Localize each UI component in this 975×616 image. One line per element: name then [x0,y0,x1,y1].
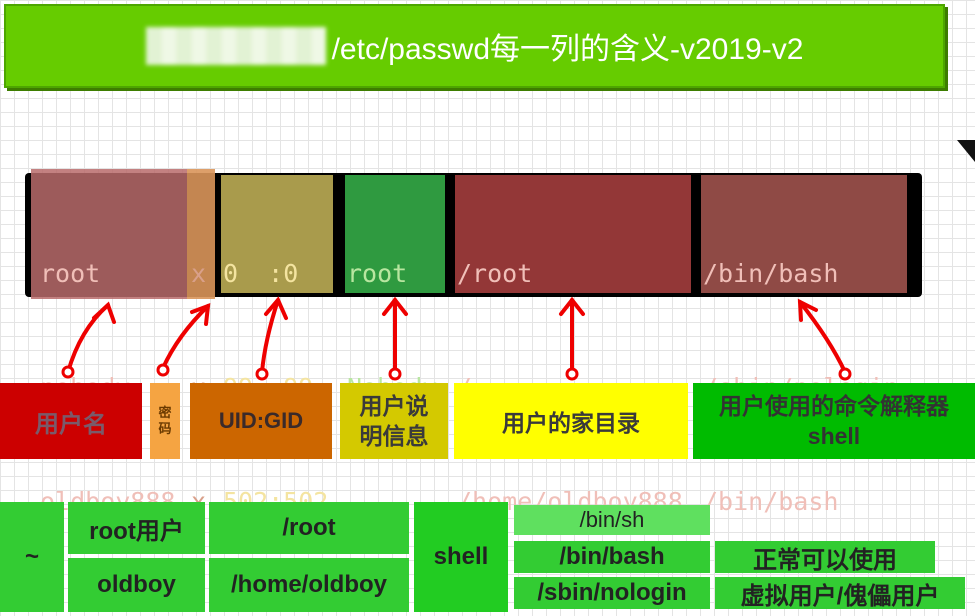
term-cell: 0 :0 [223,259,299,288]
label-uidgid: UID:GID [190,383,332,459]
col-desc-highlight [345,175,445,293]
col-uidgid-highlight [221,175,333,293]
arrow-password-head [190,302,211,326]
label-password: 密码 [150,383,180,459]
arrow-username [66,303,110,374]
corner-triangle [957,140,975,162]
cell-bin-sh: /bin/sh [514,505,710,535]
label-username: 用户名 [0,383,142,459]
term-cell: x [191,259,207,288]
arrow-shell-head [797,298,818,322]
cell-oldboy: oldboy [68,558,205,612]
label-shell: 用户使用的命令解释器 shell [693,383,975,459]
cell-root-user: root用户 [68,502,205,554]
term-cell: /bin/bash [703,259,839,288]
arrow-uidgid-head [264,296,288,320]
arrow-uidgid [260,298,280,374]
term-cell: root [40,259,101,288]
arrow-shell [798,300,847,374]
term-cell: /bin/bash [703,487,839,516]
cell-normal-use: 正常可以使用 [715,541,935,574]
cell-shell: shell [414,502,508,612]
terminal-panel: root nobody oldboy888 x x x 0 :0 99 :99 … [25,169,922,516]
arrow-desc-head [382,296,408,316]
title-banner: /etc/passwd每一列的含义-v2019-v2 [4,4,945,88]
cell-tilde: ~ [0,502,64,612]
label-shell-line1: 用户使用的命令解释器 [719,393,949,419]
label-shell-line2: shell [807,423,861,449]
cell-virtual-user: 虚拟用户/傀儡用户 [715,577,965,610]
term-cell: root [347,259,408,288]
title-text: /etc/passwd每一列的含义-v2019-v2 [331,33,804,66]
label-desc: 用户说明信息 [340,383,448,459]
arrow-username-head [92,301,116,324]
col-home-highlight [455,175,691,293]
arrow-home-head [559,296,585,316]
label-home: 用户的家目录 [454,383,688,459]
blurred-author [145,27,326,65]
col-shell-highlight [701,175,907,293]
col-password-highlight [187,169,215,299]
term-cell: /root [457,259,533,288]
cell-bin-bash: /bin/bash [514,541,710,573]
cell-sbin-nologin: /sbin/nologin [514,577,710,609]
arrow-password [161,304,210,370]
cell-root-dir: /root [209,502,409,554]
cell-oldboy-dir: /home/oldboy [209,558,409,612]
col-username-highlight [31,169,187,299]
